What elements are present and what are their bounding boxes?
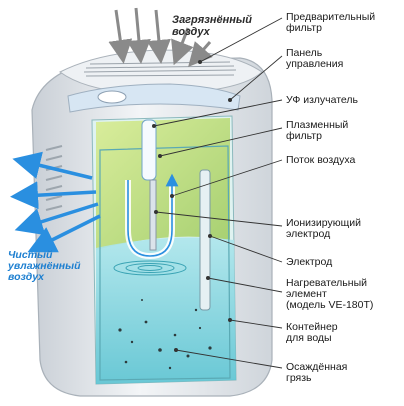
label-electrode: Электрод — [286, 256, 333, 268]
water-area — [96, 237, 236, 384]
leader-lines — [153, 17, 283, 369]
label-heating-element: Нагревательный элемент (модель VE-180T) — [286, 277, 374, 311]
uv-lamp — [141, 119, 157, 181]
label-control-panel: Панель управления — [286, 47, 344, 70]
leader-dots — [152, 60, 232, 352]
dirty-air-arrows — [108, 7, 213, 68]
label-ionizing-electrode: Ионизирующий электрод — [286, 217, 361, 240]
ionizing-electrode-shape — [149, 179, 157, 251]
label-plasma-filter: Плазменный фильтр — [286, 119, 349, 142]
label-uv-emitter: УФ излучатель — [286, 94, 359, 106]
water-swirl — [113, 260, 187, 276]
label-prefilter: Предварительный фильтр — [286, 11, 376, 34]
label-water-container: Контейнер для воды — [286, 321, 338, 344]
side-vents — [45, 145, 63, 221]
dirty-air-callout: Загрязнённый воздух — [172, 14, 253, 38]
clean-air-arrows — [10, 151, 101, 253]
label-settled-dirt: Осаждённая грязь — [286, 361, 348, 384]
control-knob — [97, 90, 127, 104]
heating-element-shape — [199, 169, 211, 311]
label-air-flow: Поток воздуха — [286, 154, 356, 166]
clean-air-callout: Чистый увлажнённый воздух — [8, 249, 81, 283]
water-container-shape — [99, 145, 231, 381]
dirt-particles — [118, 299, 212, 370]
